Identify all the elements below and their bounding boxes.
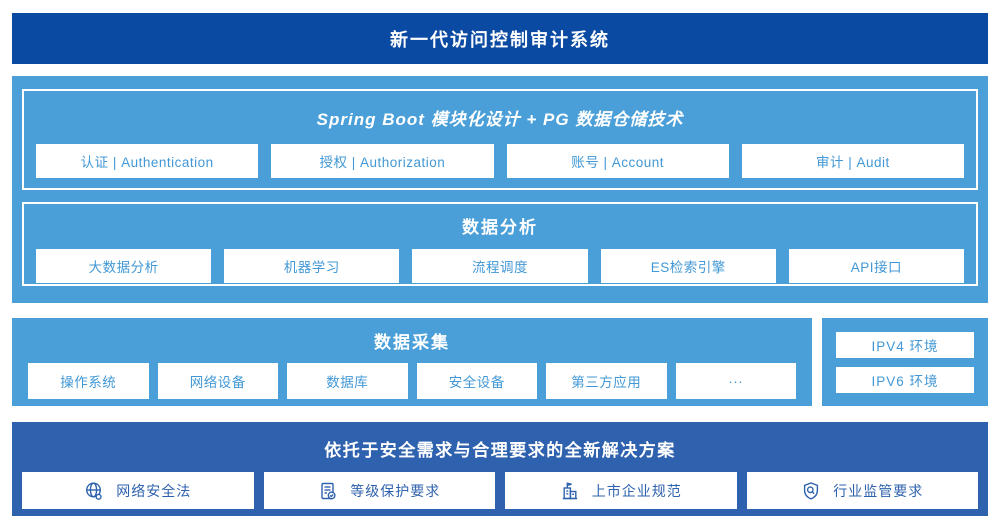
chip-database: 数据库 xyxy=(287,363,408,399)
chip-classified-protection: 等级保护要求 xyxy=(263,472,495,509)
chip-authentication: 认证 | Authentication xyxy=(36,144,259,178)
globe-icon xyxy=(84,481,104,501)
chip-audit: 审计 | Audit xyxy=(741,144,964,178)
chip-authorization: 授权 | Authorization xyxy=(271,144,494,178)
data-collection-title: 数据采集 xyxy=(374,333,450,352)
chip-network-device: 网络设备 xyxy=(157,363,278,399)
solution-chip-label: 上市企业规范 xyxy=(591,482,682,499)
data-analysis-frame: 数据分析 大数据分析 机器学习 流程调度 ES检索引擎 API接口 xyxy=(22,202,978,286)
system-title-banner: 新一代访问控制审计系统 xyxy=(12,13,988,64)
springboot-frame: Spring Boot 模块化设计 + PG 数据仓储技术 认证 | Authe… xyxy=(22,89,978,190)
chip-es-search-engine: ES检索引擎 xyxy=(600,249,776,283)
chip-third-party-app: 第三方应用 xyxy=(546,363,667,399)
chip-industry-regulation: 行业监管要求 xyxy=(746,472,978,509)
chip-ipv6-env: IPV6 环境 xyxy=(836,366,974,393)
data-collection-chip-row: 操作系统 网络设备 数据库 安全设备 第三方应用 ··· xyxy=(28,363,796,399)
building-icon xyxy=(560,481,580,501)
chip-ipv4-env: IPV4 环境 xyxy=(836,331,974,358)
solution-title: 依托于安全需求与合理要求的全新解决方案 xyxy=(324,441,676,460)
data-analysis-chip-row: 大数据分析 机器学习 流程调度 ES检索引擎 API接口 xyxy=(36,249,965,283)
data-collection-section: 数据采集 操作系统 网络设备 数据库 安全设备 第三方应用 ··· xyxy=(12,318,812,406)
shield-search-icon xyxy=(801,481,821,501)
springboot-chip-row: 认证 | Authentication 授权 | Authorization 账… xyxy=(36,144,964,178)
chip-account: 账号 | Account xyxy=(506,144,729,178)
solution-chip-label: 等级保护要求 xyxy=(350,482,441,499)
chip-network-security-law: 网络安全法 xyxy=(22,472,254,509)
solution-chip-label: 行业监管要求 xyxy=(833,482,924,499)
chip-process-scheduling: 流程调度 xyxy=(412,249,588,283)
chip-bigdata-analysis: 大数据分析 xyxy=(36,249,212,283)
chip-listed-company: 上市企业规范 xyxy=(505,472,737,509)
chip-machine-learning: 机器学习 xyxy=(224,249,400,283)
chip-security-device: 安全设备 xyxy=(416,363,537,399)
solution-section: 依托于安全需求与合理要求的全新解决方案 网络安全法 xyxy=(12,422,988,516)
data-analysis-title: 数据分析 xyxy=(462,218,538,237)
solution-chip-row: 网络安全法 等级保护要求 xyxy=(22,472,978,509)
chip-api-interface: API接口 xyxy=(788,249,965,283)
solution-chip-label: 网络安全法 xyxy=(116,482,192,499)
document-check-icon xyxy=(318,481,338,501)
ip-environment-panel: IPV4 环境 IPV6 环境 xyxy=(822,318,988,406)
chip-operating-system: 操作系统 xyxy=(28,363,149,399)
chip-ellipsis: ··· xyxy=(675,363,796,399)
system-title: 新一代访问控制审计系统 xyxy=(390,29,610,50)
springboot-title: Spring Boot 模块化设计 + PG 数据仓储技术 xyxy=(316,110,684,129)
platform-section: Spring Boot 模块化设计 + PG 数据仓储技术 认证 | Authe… xyxy=(12,76,988,303)
